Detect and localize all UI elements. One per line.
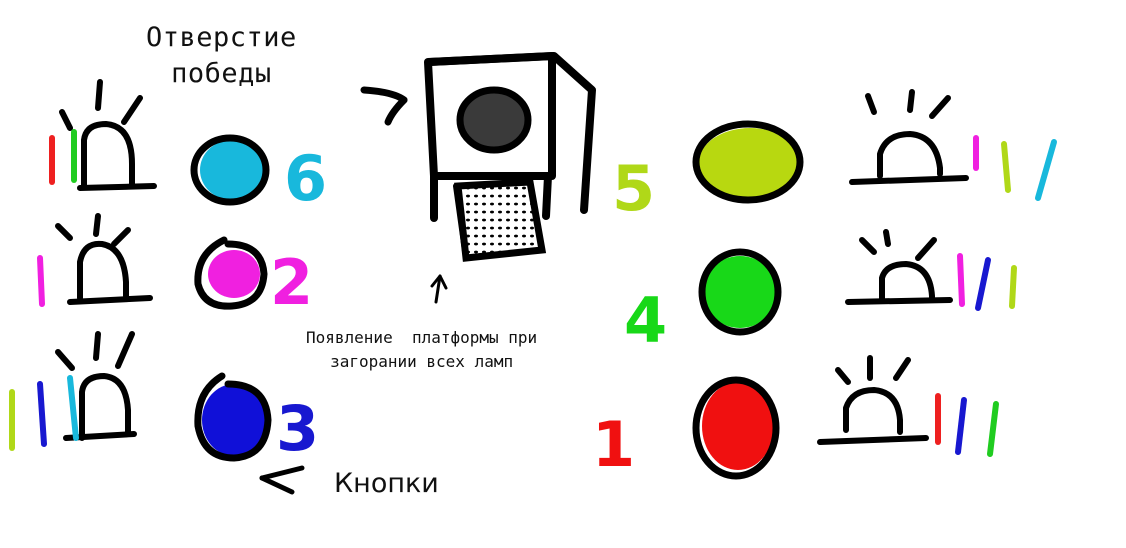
button-3-number: 3 (276, 392, 319, 465)
button-1-number: 1 (592, 408, 635, 481)
platform-icon (453, 178, 547, 262)
lamp-right-3-mark-2 (987, 401, 999, 457)
button-3-fill (202, 384, 266, 456)
lamp-right-2 (845, 229, 1017, 311)
lamp-left-2-mark-0 (37, 255, 45, 307)
lamp-right-3 (817, 355, 999, 457)
lamp-right-2-mark-1 (975, 257, 991, 311)
platform-caption-line2: загорании всех ламп (330, 352, 514, 371)
lamp-left-2 (37, 213, 153, 307)
platform-caption-line1: Появление платформы при (306, 328, 538, 347)
buttons-label: Кнопки (334, 468, 439, 499)
button-3[interactable]: 3 (194, 372, 319, 465)
arrow-icon (430, 274, 448, 304)
lamp-right-1-mark-2 (1035, 139, 1057, 201)
victory-hole-label-line1: Отверстие (146, 22, 297, 53)
victory-hole-label: Отверстие победы (146, 20, 297, 92)
button-4[interactable]: 4 (624, 248, 782, 357)
button-2[interactable]: 2 (194, 236, 313, 319)
button-6[interactable]: 6 (190, 134, 327, 215)
platform-caption: Появление платформы при загорании всех л… (306, 326, 537, 374)
lamp-right-1-mark-1 (1001, 141, 1011, 193)
arrow-icon (360, 86, 408, 126)
victory-hole-label-line2: победы (171, 58, 272, 89)
button-5-number: 5 (612, 152, 655, 225)
button-2-number: 2 (270, 246, 313, 319)
button-1[interactable]: 1 (592, 376, 780, 481)
button-4-fill (702, 256, 778, 328)
button-6-number: 6 (284, 142, 327, 215)
lamp-left-3 (9, 331, 137, 451)
lamp-right-2-mark-2 (1009, 265, 1017, 309)
victory-hole (456, 86, 532, 154)
button-5[interactable]: 5 (612, 120, 804, 225)
button-6-fill (200, 140, 264, 200)
lamp-left-3-mark-2 (67, 375, 79, 441)
button-1-fill (702, 382, 774, 470)
button-4-number: 4 (624, 284, 667, 357)
lamp-right-1 (849, 89, 1057, 201)
button-5-fill (698, 128, 802, 200)
button-2-fill (208, 250, 260, 298)
lamp-left-3-mark-1 (37, 381, 47, 447)
lamp-right-3-mark-1 (955, 397, 967, 455)
lamp-right-2-mark-0 (957, 253, 965, 307)
arrow-icon (259, 465, 305, 495)
victory-hole-box (424, 52, 596, 222)
lamp-left-1 (49, 79, 157, 191)
